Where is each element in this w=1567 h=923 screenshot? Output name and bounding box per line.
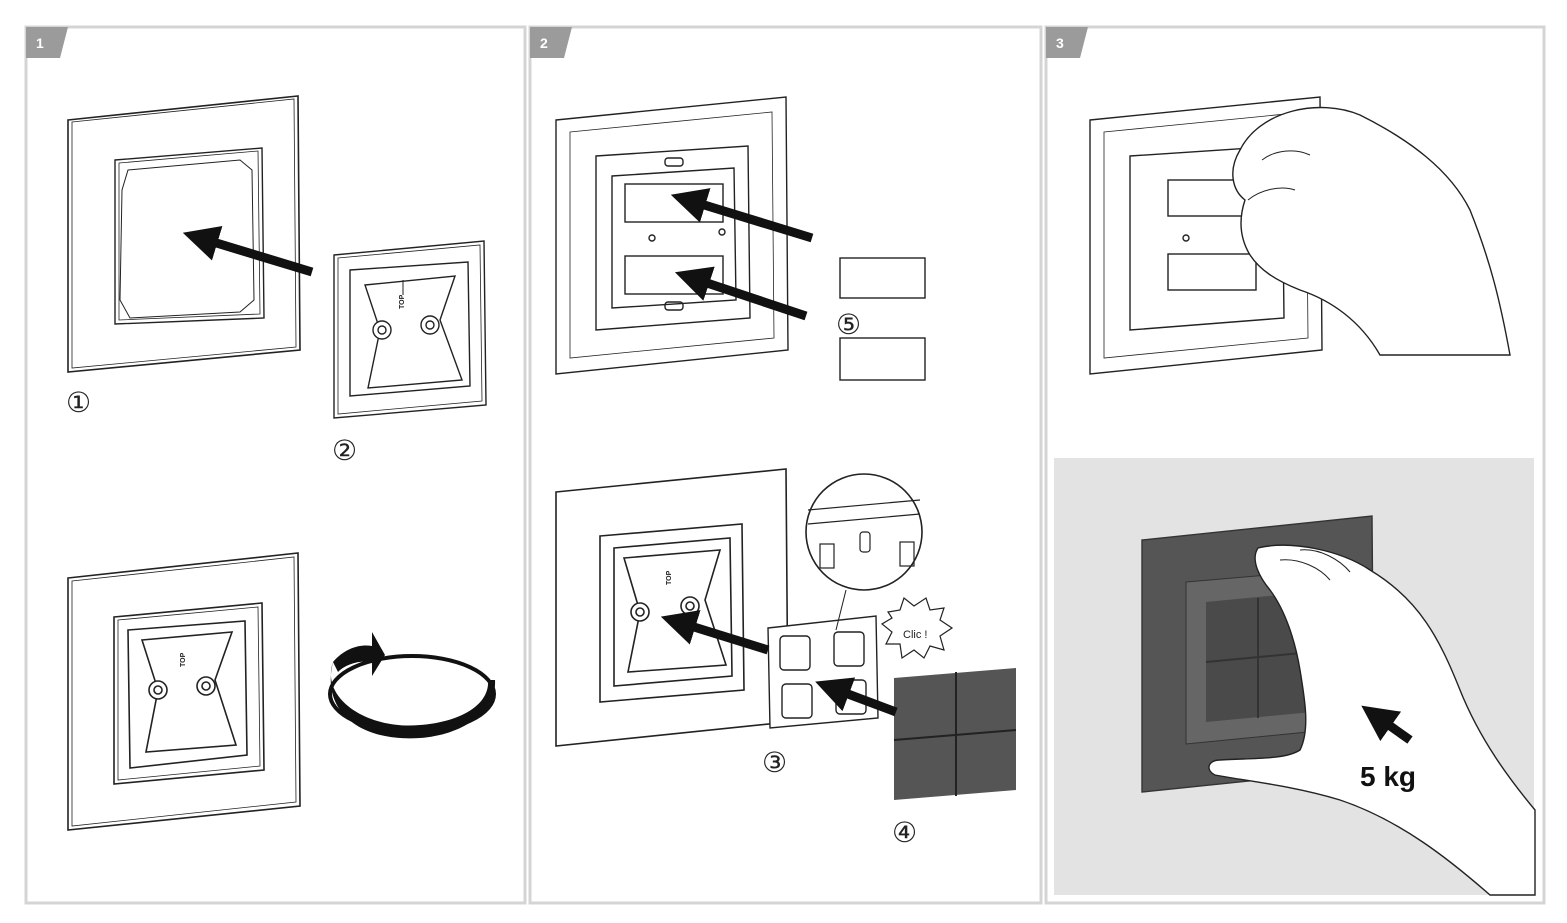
adhesive-strip xyxy=(839,337,926,381)
assembled-frame xyxy=(67,552,301,831)
step-tab xyxy=(1046,27,1088,58)
callout-3: ③ xyxy=(762,747,787,778)
click-burst: Clic ! xyxy=(880,596,954,660)
push-button-module xyxy=(893,668,1017,800)
sticker-arrow-top xyxy=(670,188,814,243)
top-marking: TOP xyxy=(399,294,406,309)
top-marking-2: TOP xyxy=(180,652,187,667)
step-2-panel: 2 ⑤ TOP xyxy=(528,25,1043,905)
step-3-panel: 3 5 kg xyxy=(1044,25,1546,905)
step-1-panel: 1 TOP ① ② xyxy=(24,25,527,905)
click-label: Clic ! xyxy=(903,629,927,641)
step-tab xyxy=(26,27,68,58)
support-plate xyxy=(333,240,487,419)
mounting-frame xyxy=(555,96,789,375)
callout-4: ④ xyxy=(892,817,917,848)
step-tab xyxy=(530,27,572,58)
callout-2: ② xyxy=(332,435,357,466)
pressure-label: 5 kg xyxy=(1360,761,1416,792)
top-marking-3: TOP xyxy=(666,570,673,585)
adhesive-strip xyxy=(839,257,926,299)
hand-peeling-icon xyxy=(1232,106,1511,356)
step-number: 3 xyxy=(1056,35,1064,51)
rotate-arrow-icon xyxy=(328,632,496,739)
step-number: 1 xyxy=(36,35,44,51)
insert-arrow xyxy=(182,226,314,277)
press-arrow xyxy=(1361,705,1413,744)
module-arrow xyxy=(660,610,770,655)
radio-module xyxy=(767,615,879,729)
callout-5: ⑤ xyxy=(836,309,861,340)
assembly-frame xyxy=(555,468,789,747)
callout-1: ① xyxy=(66,387,91,418)
cover-frame xyxy=(67,95,301,373)
zoom-detail xyxy=(805,473,923,631)
sticker-arrow-bottom xyxy=(674,266,808,321)
button-arrow xyxy=(815,677,898,717)
step-number: 2 xyxy=(540,35,548,51)
